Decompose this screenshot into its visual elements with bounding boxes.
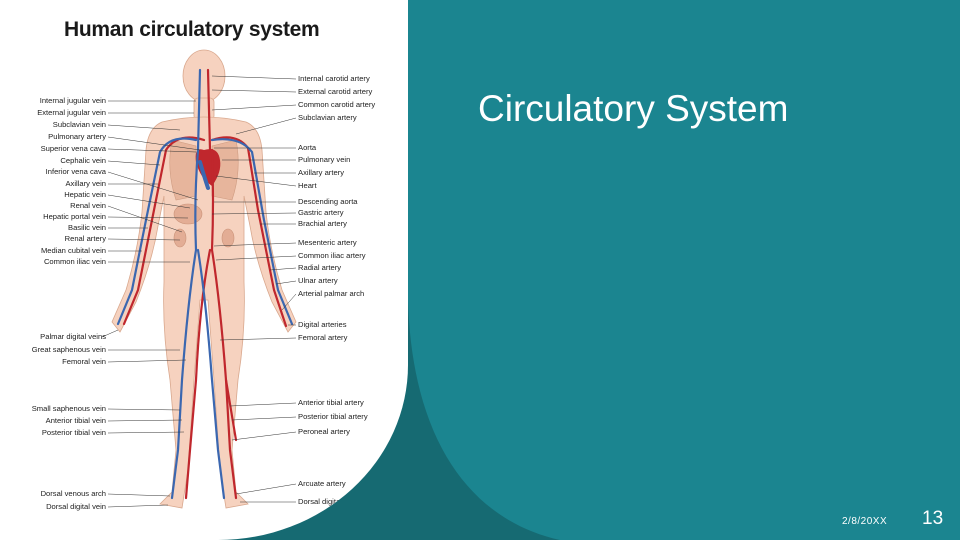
label-renal-vein: Renal vein: [70, 201, 106, 210]
label-posterior-tibial-vein: Posterior tibial vein: [41, 428, 106, 437]
body-silhouette: [111, 49, 297, 509]
circulatory-figure-panel: Human circulatory system: [0, 0, 408, 540]
heart: [195, 149, 221, 186]
label-median-cubital-vein: Median cubital vein: [40, 246, 106, 255]
label-mesenteric-artery: Mesenteric artery: [298, 238, 357, 247]
label-small-saphenous-vein: Small saphenous vein: [31, 404, 106, 413]
label-femoral-artery: Femoral artery: [298, 333, 348, 342]
label-posterior-tibial-artery: Posterior tibial artery: [298, 412, 368, 421]
label-anterior-tibial-artery: Anterior tibial artery: [298, 398, 364, 407]
label-subclavian-vein: Subclavian vein: [52, 120, 106, 129]
label-common-iliac-artery: Common iliac artery: [298, 251, 366, 260]
label-pulmonary-vein: Pulmonary vein: [298, 155, 351, 164]
label-cephalic-vein: Cephalic vein: [60, 156, 106, 165]
label-brachial-artery: Brachial artery: [298, 219, 347, 228]
label-arterial-palmar-arch: Arterial palmar arch: [298, 289, 365, 298]
leader-lines: [101, 75, 297, 508]
page-number: 13: [922, 508, 944, 529]
label-arcuate-artery: Arcuate artery: [298, 479, 346, 488]
label-hepatic-vein: Hepatic vein: [64, 190, 106, 199]
label-external-carotid-artery: External carotid artery: [298, 87, 373, 96]
label-axillary-vein: Axillary vein: [65, 179, 106, 188]
label-common-carotid-artery: Common carotid artery: [298, 100, 376, 109]
figure-title: Human circulatory system: [64, 18, 320, 41]
label-dorsal-venous-arch: Dorsal venous arch: [40, 489, 106, 498]
label-heart: Heart: [298, 181, 317, 190]
label-superior-vena-cava: Superior vena cava: [40, 144, 106, 153]
label-digital-arteries: Digital arteries: [298, 320, 347, 329]
label-internal-carotid-artery: Internal carotid artery: [298, 74, 370, 83]
label-internal-jugular-vein: Internal jugular vein: [39, 96, 106, 105]
body-illustration: [101, 49, 297, 509]
label-gastric-artery: Gastric artery: [298, 208, 344, 217]
label-palmar-digital-veins: Palmar digital veins: [40, 332, 106, 341]
label-common-iliac-vein: Common iliac vein: [43, 257, 106, 266]
label-aorta: Aorta: [298, 143, 317, 152]
label-inferior-vena-cava: Inferior vena cava: [45, 167, 106, 176]
label-descending-aorta: Descending aorta: [298, 197, 358, 206]
veins: [116, 68, 294, 500]
label-great-saphenous-vein: Great saphenous vein: [31, 345, 106, 354]
label-external-jugular-vein: External jugular vein: [37, 108, 106, 117]
footer-date: 2/8/20XX: [842, 516, 888, 527]
label-peroneal-artery: Peroneal artery: [298, 427, 350, 436]
label-subclavian-artery: Subclavian artery: [298, 113, 357, 122]
label-renal-artery: Renal artery: [64, 234, 106, 243]
label-axillary-artery: Axillary artery: [298, 168, 344, 177]
label-basilic-vein: Basilic vein: [68, 223, 106, 232]
label-pulmonary-artery: Pulmonary artery: [48, 132, 106, 141]
label-femoral-vein: Femoral vein: [62, 357, 106, 366]
label-radial-artery: Radial artery: [298, 263, 342, 272]
label-dorsal-digital-vein: Dorsal digital vein: [46, 502, 106, 511]
label-ulnar-artery: Ulnar artery: [298, 276, 338, 285]
label-hepatic-portal-vein: Hepatic portal vein: [43, 212, 106, 221]
label-dorsal-digital-artery: Dorsal digital artery: [298, 497, 364, 506]
label-anterior-tibial-vein: Anterior tibial vein: [45, 416, 106, 425]
slide-title: Circulatory System: [478, 88, 789, 129]
